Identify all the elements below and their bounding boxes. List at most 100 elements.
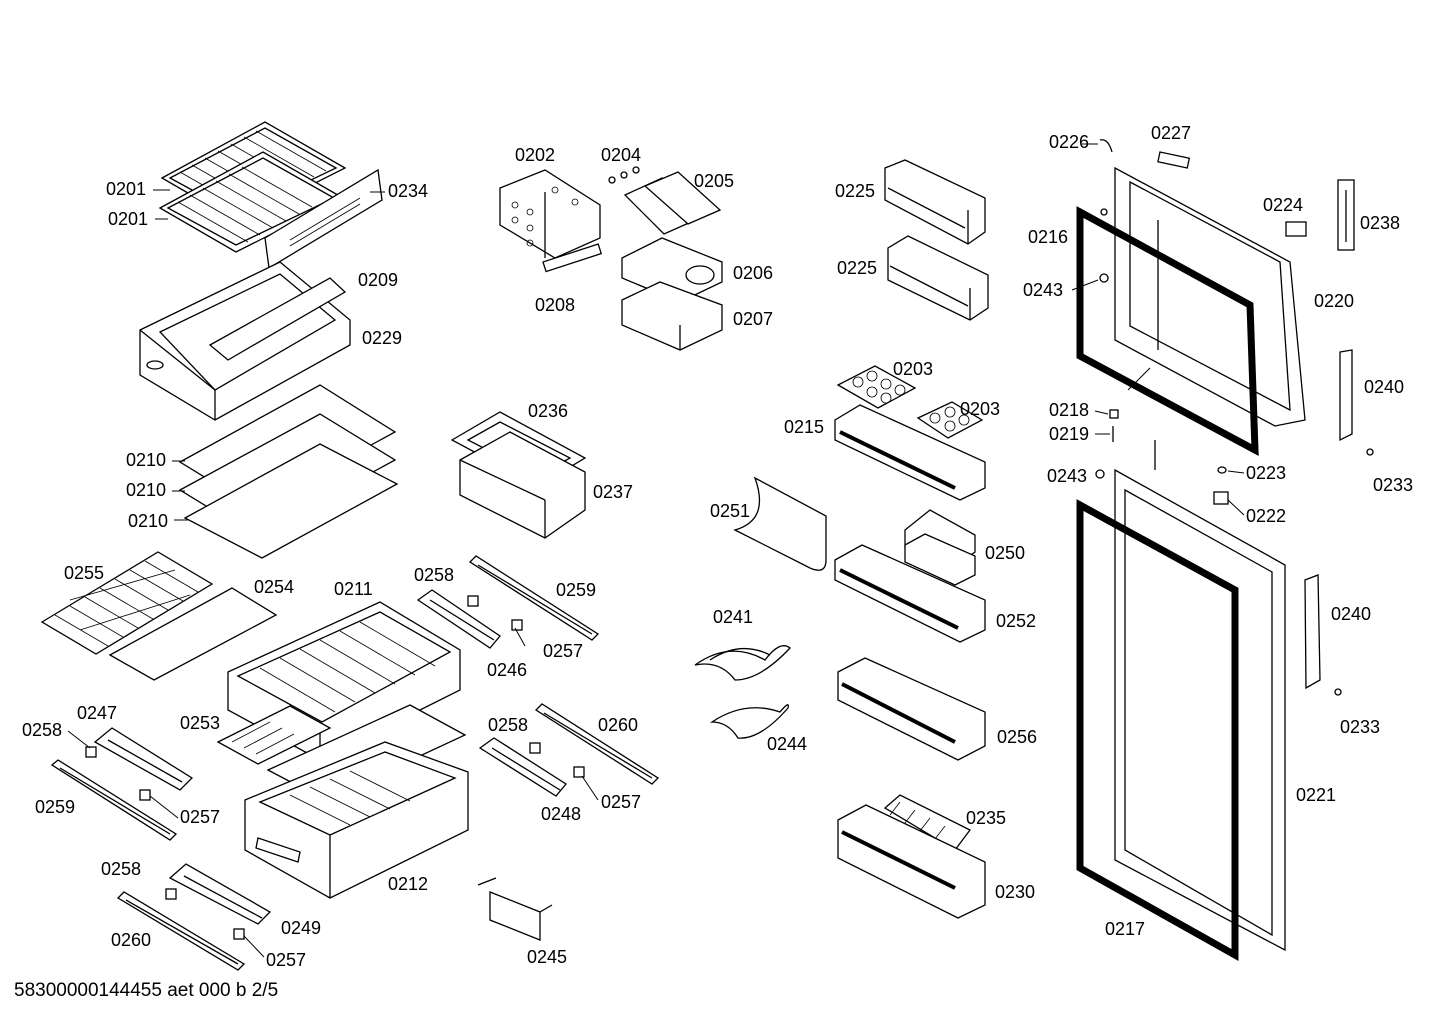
part-label-0253: 0253 [180, 713, 221, 733]
part-label-0258: 0258 [101, 859, 142, 879]
screw-0243-a [1100, 208, 1108, 216]
clip-0257-d [573, 766, 585, 778]
part-label-0208: 0208 [535, 295, 576, 315]
lower-gasket-0217 [1076, 499, 1239, 961]
part-label-0206: 0206 [733, 263, 774, 283]
part-label-0203: 0203 [893, 359, 934, 379]
part-label-0258: 0258 [414, 565, 455, 585]
slide-rail-0259-left [50, 759, 178, 841]
part-label-0248: 0248 [541, 804, 582, 824]
part-0224 [1285, 221, 1307, 237]
part-0223 [1217, 466, 1227, 474]
part-label-0221: 0221 [1296, 785, 1337, 805]
part-label-0223: 0223 [1246, 463, 1287, 483]
box-0237 [459, 431, 586, 539]
part-label-0258: 0258 [488, 715, 529, 735]
door-bin-0225-a [884, 159, 986, 245]
slide-rail-0260 [534, 703, 660, 785]
leader-lines [67, 143, 1245, 958]
slide-rail-0260-left [116, 891, 246, 971]
small-parts-0204 [608, 166, 640, 184]
clip-0257-c [511, 619, 523, 631]
part-label-0240: 0240 [1331, 604, 1372, 624]
part-label-0205: 0205 [694, 171, 735, 191]
part-label-0215: 0215 [784, 417, 825, 437]
crisper-drawer [139, 261, 351, 421]
part-label-0207: 0207 [733, 309, 774, 329]
part-label-0257: 0257 [180, 807, 221, 827]
part-label-0251: 0251 [710, 501, 751, 521]
part-label-0260: 0260 [111, 930, 152, 950]
door-bin-0225-b [887, 235, 989, 321]
part-label-0249: 0249 [281, 918, 322, 938]
glass-shelf-3 [183, 443, 399, 559]
door-bin-0230 [837, 804, 986, 919]
door-shelf-0215 [834, 404, 986, 501]
part-label-0233: 0233 [1340, 717, 1381, 737]
part-label-0235: 0235 [966, 808, 1007, 828]
hinge-part-0238 [1337, 179, 1355, 251]
lower-door-0221 [1114, 468, 1286, 952]
part-label-0254: 0254 [254, 577, 295, 597]
part-label-0257: 0257 [601, 792, 642, 812]
part-label-0245: 0245 [527, 947, 568, 967]
part-label-0260: 0260 [598, 715, 639, 735]
screw-0243-b [1099, 273, 1109, 283]
part-label-0252: 0252 [996, 611, 1037, 631]
part-label-0210: 0210 [126, 450, 167, 470]
slide-rail-0259 [468, 555, 600, 641]
part-label-0234: 0234 [388, 181, 429, 201]
part-label-0256: 0256 [997, 727, 1038, 747]
part-label-0225: 0225 [835, 181, 876, 201]
part-label-0226: 0226 [1049, 132, 1090, 152]
grille-0253 [216, 705, 332, 765]
part-label-0219: 0219 [1049, 424, 1090, 444]
cover-plate-0254 [108, 587, 278, 681]
part-label-0246: 0246 [487, 660, 528, 680]
upper-door-0220 [1114, 166, 1306, 427]
screw-0243-c [1095, 469, 1105, 479]
freezer-drawer-0212 [244, 741, 469, 899]
part-label-0238: 0238 [1360, 213, 1401, 233]
door-shelf-0252 [834, 544, 986, 643]
part-label-0257: 0257 [266, 950, 307, 970]
clip-0258-a [85, 746, 97, 758]
cover-0251 [733, 476, 827, 571]
part-0227 [1157, 151, 1191, 169]
ice-bucket-0206 [621, 237, 723, 303]
handle-0240-upper [1339, 349, 1353, 442]
ice-container-0207 [621, 281, 723, 351]
ice-box-0202 [499, 169, 601, 259]
clip-0258-c [467, 595, 479, 607]
part-label-0201: 0201 [108, 209, 149, 229]
runner-0247 [93, 727, 194, 791]
part-label-0244: 0244 [767, 734, 808, 754]
part-label-0218: 0218 [1049, 400, 1090, 420]
drawing-reference-number: 58300000144455 aet 000 b 2/5 [14, 980, 279, 1001]
part-label-0211: 0211 [334, 579, 373, 599]
butter-box-0250 [904, 509, 976, 586]
part-label-0241: 0241 [713, 607, 754, 627]
part-label-0220: 0220 [1314, 291, 1355, 311]
screw-0233-b [1334, 688, 1342, 696]
runner-0249 [168, 863, 272, 925]
part-label-0202: 0202 [515, 145, 556, 165]
egg-tray-0203-a [836, 365, 917, 409]
bracket-0245 [477, 877, 553, 941]
upper-gasket-0216 [1076, 206, 1259, 456]
grille-0255 [40, 551, 214, 655]
part-label-0247: 0247 [77, 703, 118, 723]
clip-0257-a [139, 789, 151, 801]
part-label-0217: 0217 [1105, 919, 1146, 939]
ice-trays-0205 [623, 171, 722, 235]
part-label-0233: 0233 [1373, 475, 1414, 495]
part-label-0258: 0258 [22, 720, 63, 740]
handle-0240-lower [1304, 574, 1321, 690]
part-label-0212: 0212 [388, 874, 429, 894]
part-0222 [1213, 491, 1229, 505]
part-label-0243: 0243 [1047, 466, 1088, 486]
bottle-holder-0244 [709, 704, 789, 739]
egg-tray-0203-b [916, 401, 984, 439]
clip-0257-b [233, 928, 245, 940]
clip-0258-b [165, 888, 177, 900]
